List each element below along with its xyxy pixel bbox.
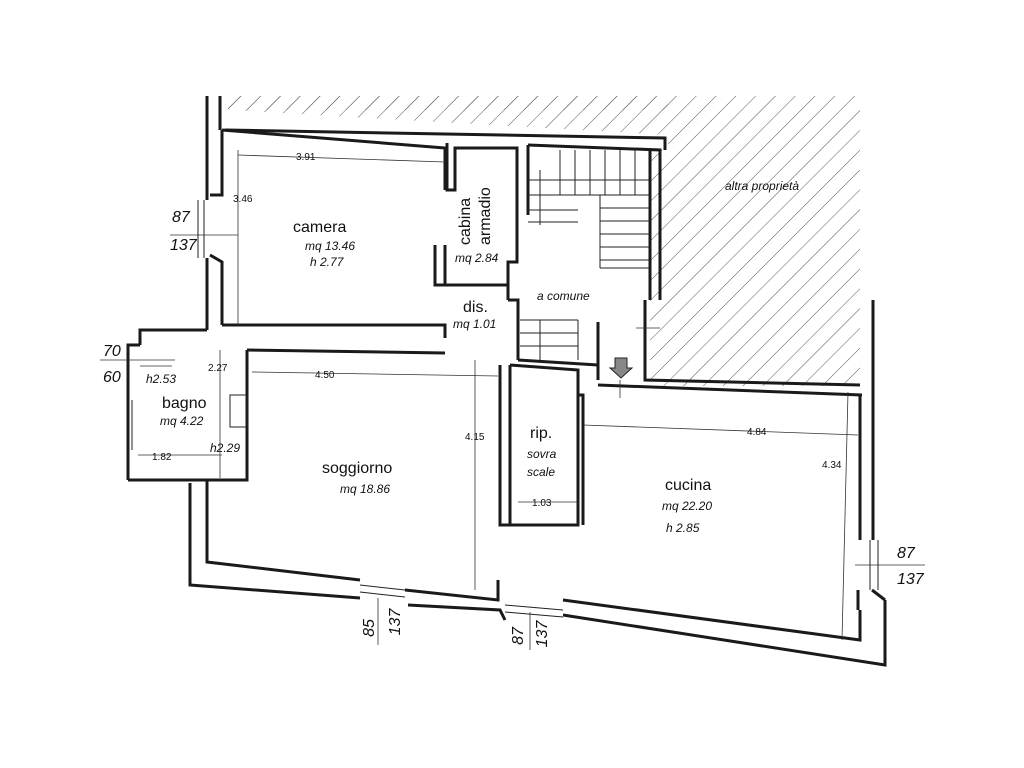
bagno-dim-height: 2.27 — [208, 363, 228, 374]
camera-area: mq 13.46 — [305, 239, 355, 253]
svg-text:85: 85 — [361, 619, 378, 637]
rip-sub1: sovra — [527, 447, 557, 461]
rip-dim-width: 1.03 — [532, 498, 552, 509]
soggiorno-label: soggiorno — [322, 460, 392, 477]
cucina-height: h 2.85 — [666, 521, 700, 535]
svg-text:137: 137 — [387, 608, 404, 636]
svg-text:137: 137 — [170, 237, 198, 254]
rip-label: rip. — [530, 425, 552, 442]
svg-text:87: 87 — [510, 626, 527, 645]
soggiorno-window-dim: 85 137 — [359, 584, 406, 637]
camera-dim-height: 3.46 — [233, 194, 253, 205]
svg-text:87: 87 — [897, 545, 916, 562]
cabina-area: mq 2.84 — [455, 251, 499, 265]
camera-window-dim: 87 137 — [170, 200, 205, 258]
stairs — [520, 150, 650, 360]
svg-text:137: 137 — [534, 620, 551, 648]
svg-text:70: 70 — [103, 343, 121, 360]
comune-label: a comune — [537, 289, 590, 303]
cabina-label: cabina — [457, 198, 474, 245]
cucina-label: cucina — [665, 477, 711, 494]
altra-proprieta-label: altra proprietà — [725, 179, 799, 193]
svg-text:137: 137 — [897, 571, 925, 588]
svg-text:60: 60 — [103, 369, 121, 386]
dis-area: mq 1.01 — [453, 317, 496, 331]
camera-label: camera — [293, 219, 346, 236]
cucina-window-dim: 87 137 — [869, 540, 925, 590]
inner-walls — [433, 143, 662, 527]
camera-dim-width: 3.91 — [296, 152, 316, 163]
bagno-fixture — [229, 394, 248, 428]
altra-proprieta-hatch-top — [228, 96, 668, 110]
bagno-dim-width: 1.82 — [152, 452, 172, 463]
outer-walls — [126, 96, 887, 667]
cucina-dim-height: 4.34 — [822, 460, 842, 471]
entrance-door-dim: 87 137 — [504, 604, 564, 648]
bagno-window-dim: 70 60 — [103, 343, 133, 450]
down-arrow-icon — [608, 357, 634, 379]
bagno-height-top: h2.53 — [146, 372, 176, 386]
svg-text:87: 87 — [172, 209, 191, 226]
cucina-area: mq 22.20 — [662, 499, 712, 513]
bagno-label: bagno — [162, 395, 207, 412]
dimension-lines — [100, 150, 925, 650]
armadio-label: armadio — [477, 187, 494, 245]
cucina-dim-width: 4.84 — [747, 427, 767, 438]
soggiorno-dim-height: 4.15 — [465, 432, 485, 443]
soggiorno-dim-width: 4.50 — [315, 370, 335, 381]
altra-proprieta-hatch — [228, 96, 860, 386]
bagno-height-bottom: h2.29 — [210, 441, 240, 455]
dis-label: dis. — [463, 299, 488, 316]
camera-height: h 2.77 — [310, 255, 345, 269]
rip-sub2: scale — [527, 465, 555, 479]
soggiorno-area: mq 18.86 — [340, 482, 390, 496]
bagno-area: mq 4.22 — [160, 414, 204, 428]
